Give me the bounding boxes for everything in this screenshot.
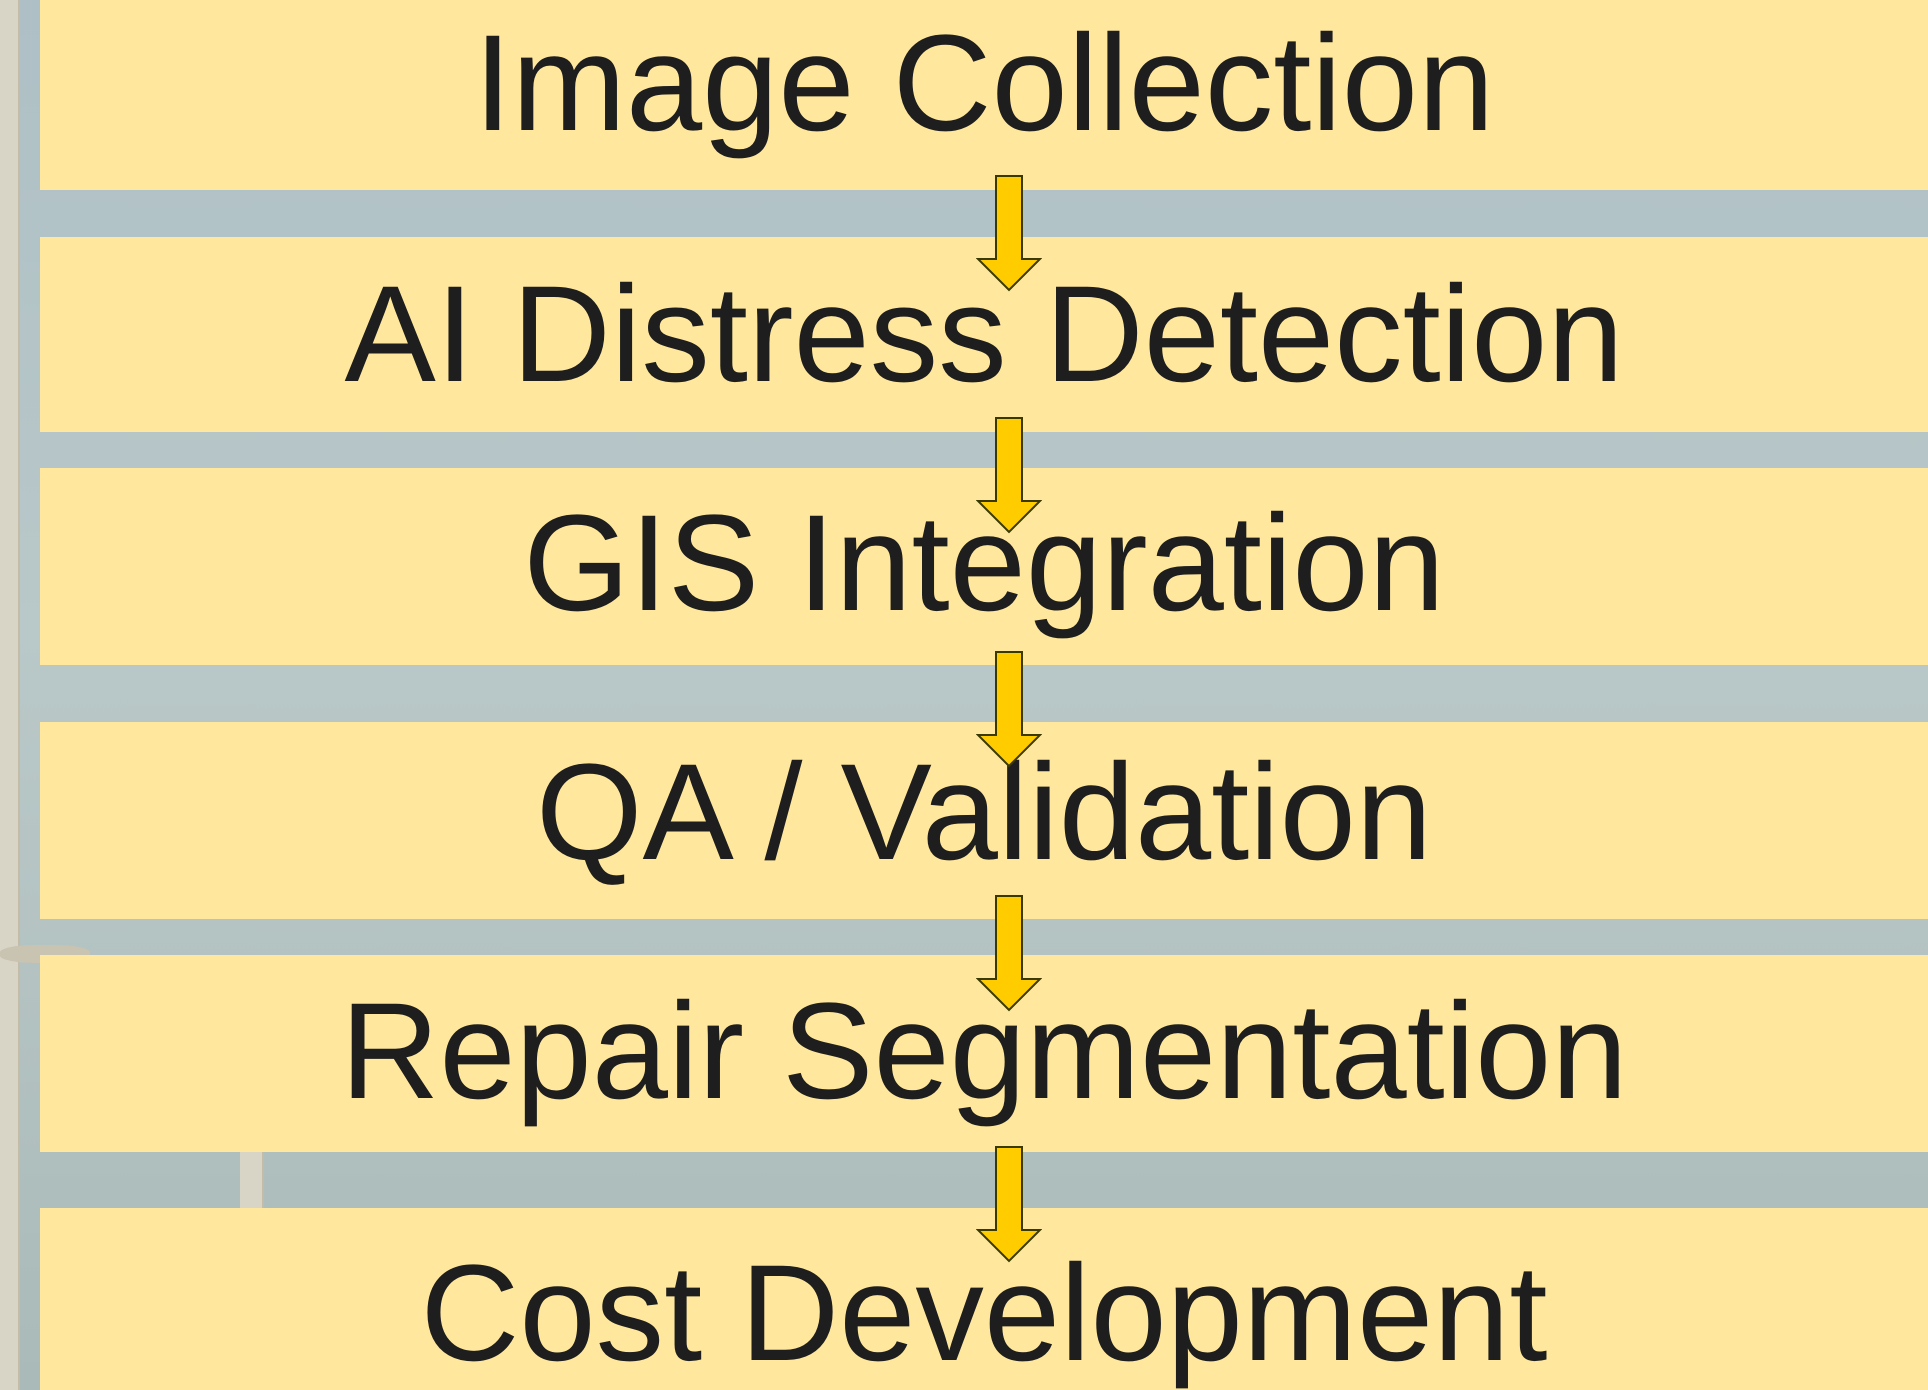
step-label: AI Distress Detection	[344, 258, 1624, 411]
step-label: QA / Validation	[535, 736, 1433, 889]
step-qa-validation: QA / Validation	[40, 722, 1928, 919]
step-label: Repair Segmentation	[340, 975, 1628, 1128]
step-label: Image Collection	[473, 6, 1495, 160]
step-ai-distress-detection: AI Distress Detection	[40, 237, 1928, 432]
background-post	[0, 0, 20, 1390]
step-label: Cost Development	[420, 1236, 1548, 1390]
background-pole	[240, 1150, 264, 1210]
flow-arrow-2	[976, 417, 1042, 534]
flow-arrow-3	[976, 651, 1042, 768]
step-cost-development: Cost Development	[40, 1208, 1928, 1390]
flow-arrow-5	[976, 1146, 1042, 1263]
step-image-collection: Image Collection	[40, 0, 1928, 190]
flow-arrow-4	[976, 895, 1042, 1012]
flow-arrow-1	[976, 175, 1042, 292]
step-label: GIS Integration	[523, 487, 1445, 640]
step-repair-segmentation: Repair Segmentation	[40, 955, 1928, 1152]
